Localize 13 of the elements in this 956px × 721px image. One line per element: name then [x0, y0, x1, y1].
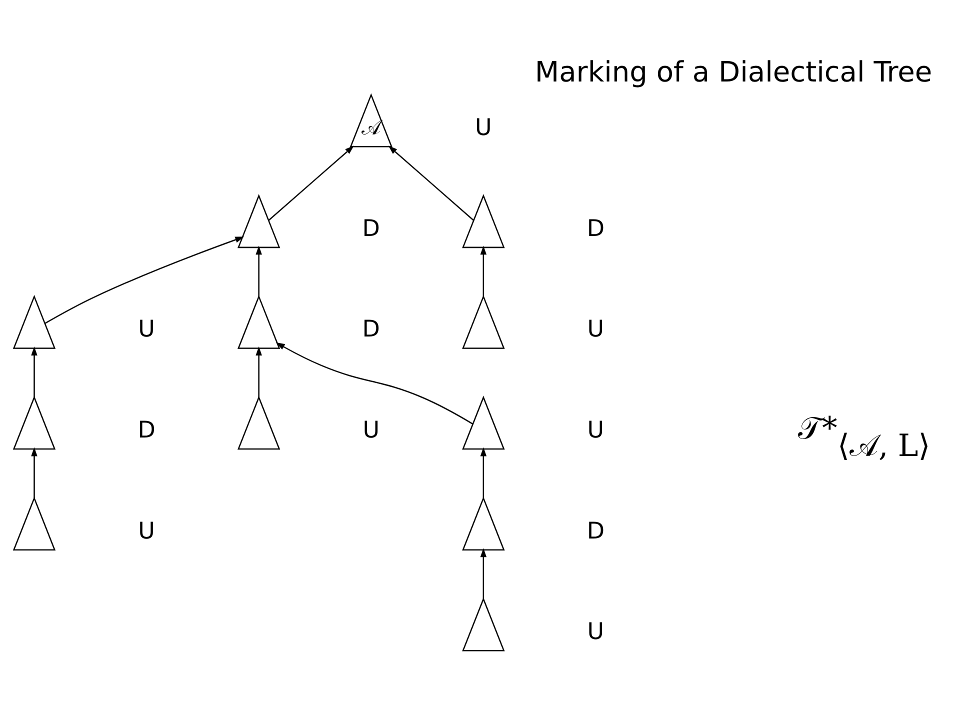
node-label: U	[587, 618, 604, 645]
node-label: D	[362, 316, 380, 342]
diagram-title: Marking of a Dialectical Tree	[534, 55, 932, 88]
node-label: U	[138, 518, 155, 544]
node-label: U	[587, 416, 604, 443]
node-label: U	[587, 316, 604, 342]
node-label: U	[362, 416, 380, 443]
node-label: D	[586, 215, 605, 242]
node-label: D	[362, 215, 380, 242]
node-label: U	[138, 316, 155, 342]
node-label: U	[475, 114, 492, 141]
node-label: D	[586, 518, 605, 544]
node-label: D	[138, 416, 156, 443]
